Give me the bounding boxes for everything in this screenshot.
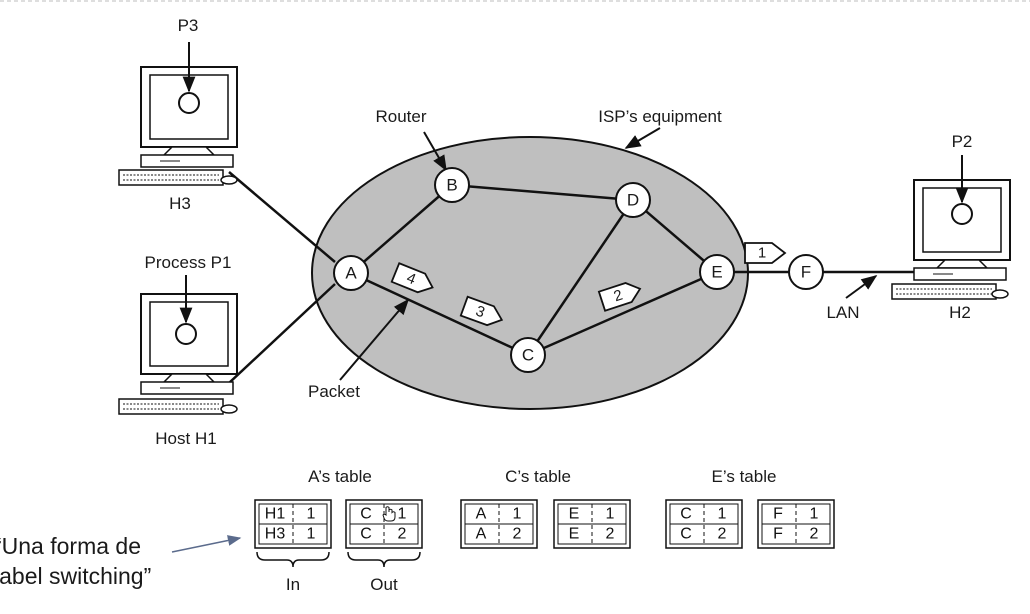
- isp-arrow: [624, 127, 661, 149]
- node-e-label: E: [711, 263, 722, 282]
- a-out-r2-label: C: [360, 526, 372, 543]
- link-d-c: [526, 199, 635, 356]
- lan-arrow: [845, 275, 878, 299]
- in-brace: [256, 551, 330, 568]
- e-table-out: F 1 F 2: [757, 499, 835, 549]
- label-p2: P2: [952, 132, 973, 151]
- node-f-label: F: [801, 263, 811, 282]
- c-in-r2-label: A: [476, 526, 487, 543]
- label-isp-equipment: ISP’s equipment: [598, 107, 722, 126]
- a-out-r2-value: 2: [398, 526, 407, 543]
- link-h1-a: [228, 283, 336, 384]
- router-arrow: [423, 131, 447, 172]
- e-in-r2-label: C: [680, 526, 692, 543]
- c-in-r2-value: 2: [513, 526, 522, 543]
- e-in-r1-value: 1: [718, 506, 727, 523]
- node-a-label: A: [345, 264, 357, 283]
- c-table-out: E 1 E 2: [553, 499, 631, 549]
- label-h2: H2: [949, 303, 971, 322]
- label-host-h1: Host H1: [155, 429, 216, 448]
- e-out-r2-value: 2: [810, 526, 819, 543]
- process-p1-circle: [175, 323, 197, 345]
- packets: 1 2 3 4: [390, 242, 787, 327]
- c-table-title: C’s table: [505, 467, 571, 486]
- c-out-r1-label: E: [569, 506, 580, 523]
- packet-1: [744, 242, 787, 264]
- process-p2-circle: [951, 203, 973, 225]
- a-in-r1-label: H1: [265, 506, 286, 523]
- label-p3: P3: [178, 16, 199, 35]
- table-titles: A’s table C’s table E’s table: [308, 467, 776, 486]
- node-e: [699, 254, 735, 290]
- link-a-b: [350, 184, 453, 274]
- packet-arrow: [339, 298, 410, 381]
- a-in-r1-value: 1: [307, 506, 316, 523]
- e-out-r2-label: F: [773, 526, 783, 543]
- computer-h3: [118, 42, 238, 186]
- c-in-r1-label: A: [476, 506, 487, 523]
- out-label: Out: [370, 575, 398, 594]
- out-brace: [347, 551, 421, 568]
- node-b-label: B: [446, 176, 457, 195]
- c-out-r2-value: 2: [606, 526, 615, 543]
- label-process-p1: Process P1: [145, 253, 232, 272]
- c-in-r1-value: 1: [513, 506, 522, 523]
- link-d-e: [632, 199, 718, 273]
- node-c: [510, 337, 546, 373]
- link-b-d: [451, 183, 634, 202]
- caption-line1: “Una forma de: [0, 533, 141, 559]
- node-a: [333, 255, 369, 291]
- hand-cursor-icon: [382, 506, 396, 522]
- caption-arrow: [171, 535, 242, 553]
- e-table-in: C 1 C 2: [665, 499, 743, 549]
- node-f: [788, 254, 824, 290]
- e-table-title: E’s table: [712, 467, 777, 486]
- label-lan: LAN: [826, 303, 859, 322]
- computer-h2: [891, 155, 1011, 300]
- node-c-label: C: [522, 346, 534, 365]
- link-a-c: [350, 271, 529, 357]
- packet-3: [459, 295, 504, 327]
- e-in-r1-label: C: [680, 506, 692, 523]
- a-out-r1-label: C: [360, 506, 372, 523]
- packet-4: [390, 262, 434, 294]
- e-out-r1-value: 1: [810, 506, 819, 523]
- e-out-r1-label: F: [773, 506, 783, 523]
- c-table-in: A 1 A 2: [460, 499, 538, 549]
- label-h3: H3: [169, 194, 191, 213]
- link-h3-a: [228, 171, 336, 263]
- node-d-label: D: [627, 191, 639, 210]
- router-nodes: A B D C E F: [333, 167, 824, 373]
- a-table-in: H1 1 H3 1: [254, 499, 332, 549]
- in-label: In: [286, 575, 300, 594]
- caption-line2: label switching”: [0, 563, 151, 589]
- a-table-out: C 1 C 2: [345, 499, 423, 549]
- packet-2: [597, 282, 642, 312]
- packet-1-label: 1: [758, 245, 766, 262]
- a-in-r2-label: H3: [265, 526, 286, 543]
- link-c-e: [527, 270, 718, 357]
- node-d: [615, 182, 651, 218]
- label-packet: Packet: [308, 382, 360, 401]
- a-table-title: A’s table: [308, 467, 372, 486]
- a-in-r2-value: 1: [307, 526, 316, 543]
- process-p3-circle: [178, 92, 200, 114]
- c-out-r2-label: E: [569, 526, 580, 543]
- computer-h1: [118, 275, 238, 415]
- a-out-r1-value: 1: [398, 506, 407, 523]
- node-b: [434, 167, 470, 203]
- e-in-r2-value: 2: [718, 526, 727, 543]
- c-out-r1-value: 1: [606, 506, 615, 523]
- labels: P3 H3 Process P1 Host H1 Router ISP’s eq…: [145, 16, 973, 448]
- label-router: Router: [375, 107, 426, 126]
